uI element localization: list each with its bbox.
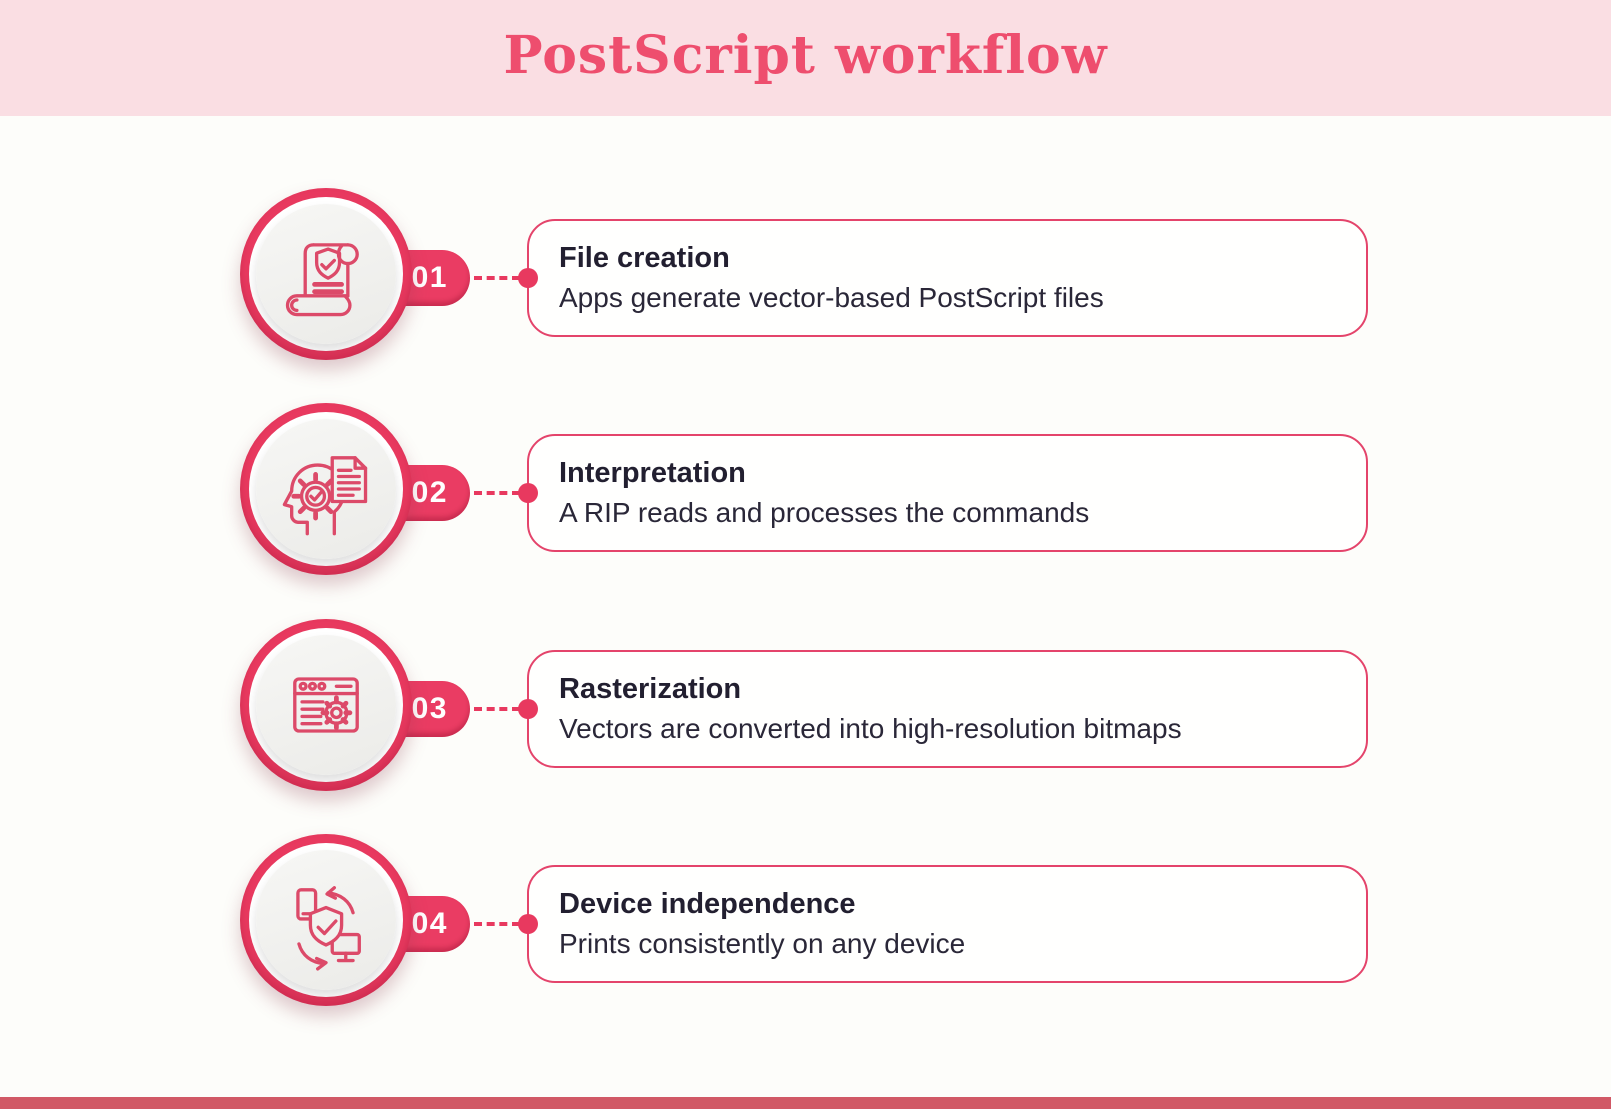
step-card: Rasterization Vectors are converted into… <box>527 650 1368 768</box>
step-title: Device independence <box>559 888 856 920</box>
step-description: Vectors are converted into high-resoluti… <box>559 713 1182 744</box>
step-circle <box>240 403 412 575</box>
step-circle-face <box>256 419 396 559</box>
connector-line <box>474 276 520 280</box>
step-description: Apps generate vector-based PostScript fi… <box>559 282 1104 313</box>
scroll-shield-icon <box>285 243 359 317</box>
connector-dot <box>518 699 538 719</box>
step-circle-face <box>256 635 396 775</box>
connector-dot <box>518 914 538 934</box>
step-description: Prints consistently on any device <box>559 928 966 959</box>
devices-sync-shield-icon <box>296 886 361 971</box>
head-gear-document-icon <box>282 456 368 536</box>
step-description: A RIP reads and processes the commands <box>559 497 1090 528</box>
step-card: Device independence Prints consistently … <box>527 865 1368 983</box>
step-circle-inner-ring <box>249 412 403 566</box>
step-circle-face <box>256 850 396 990</box>
step-circle-inner-ring <box>249 628 403 782</box>
workflow-step: 04 <box>240 830 1430 1010</box>
browser-gear-icon <box>293 677 359 733</box>
connector-dot <box>518 268 538 288</box>
step-circle <box>240 188 412 360</box>
page-title: PostScript workflow <box>503 25 1108 86</box>
step-card: File creation Apps generate vector-based… <box>527 219 1368 337</box>
connector-line <box>474 922 520 926</box>
header-band <box>0 0 1611 116</box>
step-circle <box>240 834 412 1006</box>
workflow-step: 03 <box>240 615 1430 795</box>
step-circle-inner-ring <box>249 197 403 351</box>
step-title: Rasterization <box>559 673 742 705</box>
step-title: Interpretation <box>559 457 746 489</box>
workflow-step: 02 <box>240 399 1430 579</box>
connector-line <box>474 491 520 495</box>
connector-line <box>474 707 520 711</box>
step-circle <box>240 619 412 791</box>
step-circle-face <box>256 204 396 344</box>
step-circle-inner-ring <box>249 843 403 997</box>
step-title: File creation <box>559 242 730 274</box>
workflow-step: 01 <box>240 184 1430 364</box>
footer-strip <box>0 1097 1611 1109</box>
connector-dot <box>518 483 538 503</box>
step-card: Interpretation A RIP reads and processes… <box>527 434 1368 552</box>
